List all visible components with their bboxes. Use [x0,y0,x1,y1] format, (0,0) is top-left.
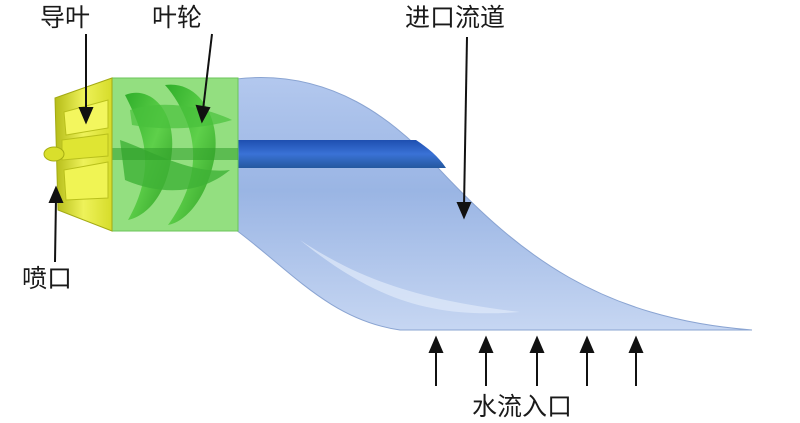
label-impeller: 叶轮 [152,3,203,32]
label-inlet-duct: 进口流道 [405,3,506,32]
inlet-duct-body [235,77,753,331]
label-water-inlet: 水流入口 [472,392,573,421]
pointer-arrows [48,33,472,263]
nozzle-hub [43,146,65,162]
water-inflow-arrows [428,335,644,386]
label-guide-vane: 导叶 [40,3,91,32]
drive-shaft [236,140,446,168]
duct-highlight [300,240,520,314]
label-nozzle: 喷口 [22,264,73,293]
